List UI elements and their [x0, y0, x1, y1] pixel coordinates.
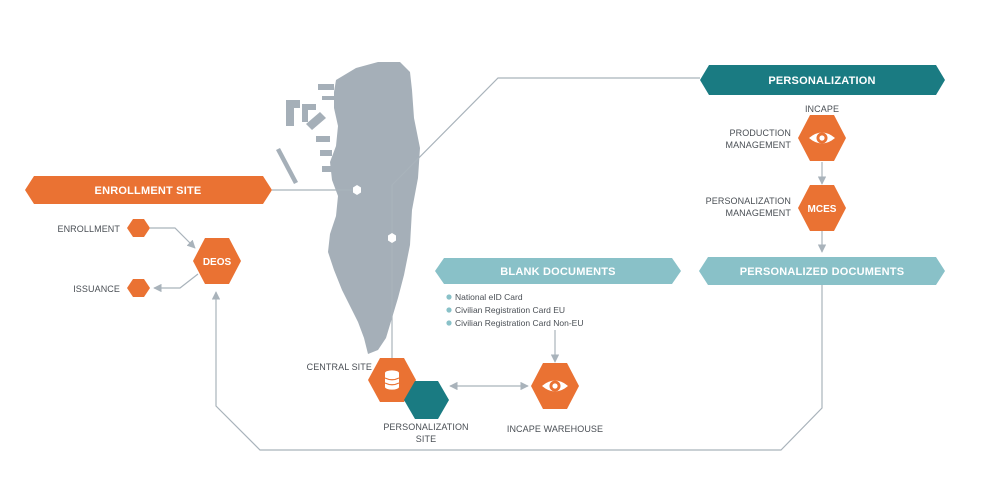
eye-icon: [809, 132, 835, 144]
enrollment-hex: [127, 219, 150, 237]
production-management-label-2: MANAGEMENT: [725, 140, 791, 150]
connector-lines: [150, 77, 827, 451]
deos-label: DEOS: [203, 257, 232, 268]
central-site-node: [368, 358, 416, 402]
issuance-hex: [127, 279, 150, 297]
incape-warehouse-node: [531, 363, 579, 409]
map-silhouette: [276, 62, 420, 354]
incape-label: INCAPE: [805, 104, 839, 114]
personalization-site-label-1: PERSONALIZATION: [383, 422, 468, 432]
issuance-label: ISSUANCE: [73, 284, 120, 294]
map-marker-enrollment: [353, 185, 361, 195]
deos-hex: [193, 238, 241, 284]
production-management-label-1: PRODUCTION: [730, 128, 792, 138]
personalization-site-label-2: SITE: [416, 434, 436, 444]
production-management-node: [798, 115, 846, 161]
map-marker-personalization: [388, 233, 396, 243]
blank-documents-title: BLANK DOCUMENTS: [500, 266, 615, 278]
mces-label: MCES: [808, 204, 837, 215]
blank-documents-bar: BLANK DOCUMENTS: [435, 258, 681, 284]
blank-documents-list: National eID Card Civilian Registration …: [446, 292, 584, 328]
personalization-management-label-1: PERSONALIZATION: [706, 196, 791, 206]
personalized-documents-title: PERSONALIZED DOCUMENTS: [740, 266, 905, 278]
mces-hex: [798, 185, 846, 231]
personalization-bar: PERSONALIZATION: [700, 65, 945, 95]
personalization-title: PERSONALIZATION: [768, 75, 875, 87]
personalization-management-label-2: MANAGEMENT: [725, 208, 791, 218]
central-site-label: CENTRAL SITE: [307, 362, 372, 372]
document-item: Civilian Registration Card EU: [455, 305, 565, 315]
map-markers: [353, 185, 396, 243]
database-icon: [384, 370, 400, 390]
document-item: National eID Card: [455, 292, 523, 302]
personalized-documents-bar: PERSONALIZED DOCUMENTS: [699, 257, 945, 285]
document-item: Civilian Registration Card Non-EU: [455, 318, 584, 328]
enrollment-site-title: ENROLLMENT SITE: [95, 185, 202, 197]
personalization-site-hex: [404, 381, 449, 419]
enrollment-label: ENROLLMENT: [57, 224, 120, 234]
enrollment-site-bar: ENROLLMENT SITE: [25, 176, 272, 204]
eye-icon: [542, 380, 568, 392]
incape-warehouse-label: INCAPE WAREHOUSE: [507, 424, 603, 434]
